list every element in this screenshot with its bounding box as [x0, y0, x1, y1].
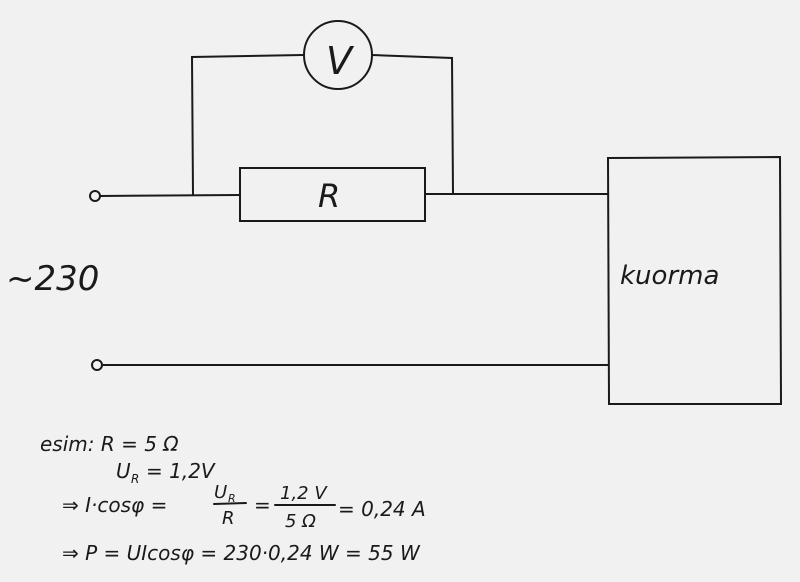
calc-line-2: U R = 1,2V	[116, 459, 216, 486]
load-label: kuorma	[620, 261, 719, 291]
calc-line-2-sub: R	[131, 472, 139, 486]
terminal-top	[89, 190, 101, 202]
wire-top-left	[99, 194, 241, 197]
voltmeter-label: V	[326, 39, 355, 83]
calc-line-3-prefix: ⇒ I·cosφ =	[62, 493, 167, 517]
calc-line-3-result: = 0,24 A	[338, 497, 426, 521]
frac2-numerator: 1,2 V	[280, 483, 328, 504]
calc-line-3: ⇒ I·cosφ = U R R = 1,2 V 5 Ω = 0,24 A	[62, 482, 426, 532]
calc-line-2-rest: = 1,2V	[146, 459, 216, 483]
terminal-bottom	[91, 359, 103, 371]
calc-line-4: ⇒ P = UIcosφ = 230·0,24 W = 55 W	[62, 541, 421, 565]
voltmeter-circle	[303, 20, 373, 90]
calc-line-2-symbol: U	[116, 459, 131, 483]
resistor-label: R	[318, 177, 340, 215]
frac1-numerator: U	[214, 482, 227, 503]
fraction-bar-1	[213, 502, 247, 505]
load-box	[606, 155, 783, 405]
voltmeter-wire-left	[190, 54, 304, 196]
frac1-denominator: R	[222, 508, 235, 529]
frac1-numerator-sub: R	[228, 492, 236, 505]
calc-line-3-equals: =	[254, 493, 271, 517]
voltmeter-wire-right	[371, 54, 454, 194]
calc-line-1: esim: R = 5 Ω	[40, 432, 179, 456]
source-voltage-label: ~230	[6, 259, 99, 299]
frac2-denominator: 5 Ω	[285, 511, 316, 532]
